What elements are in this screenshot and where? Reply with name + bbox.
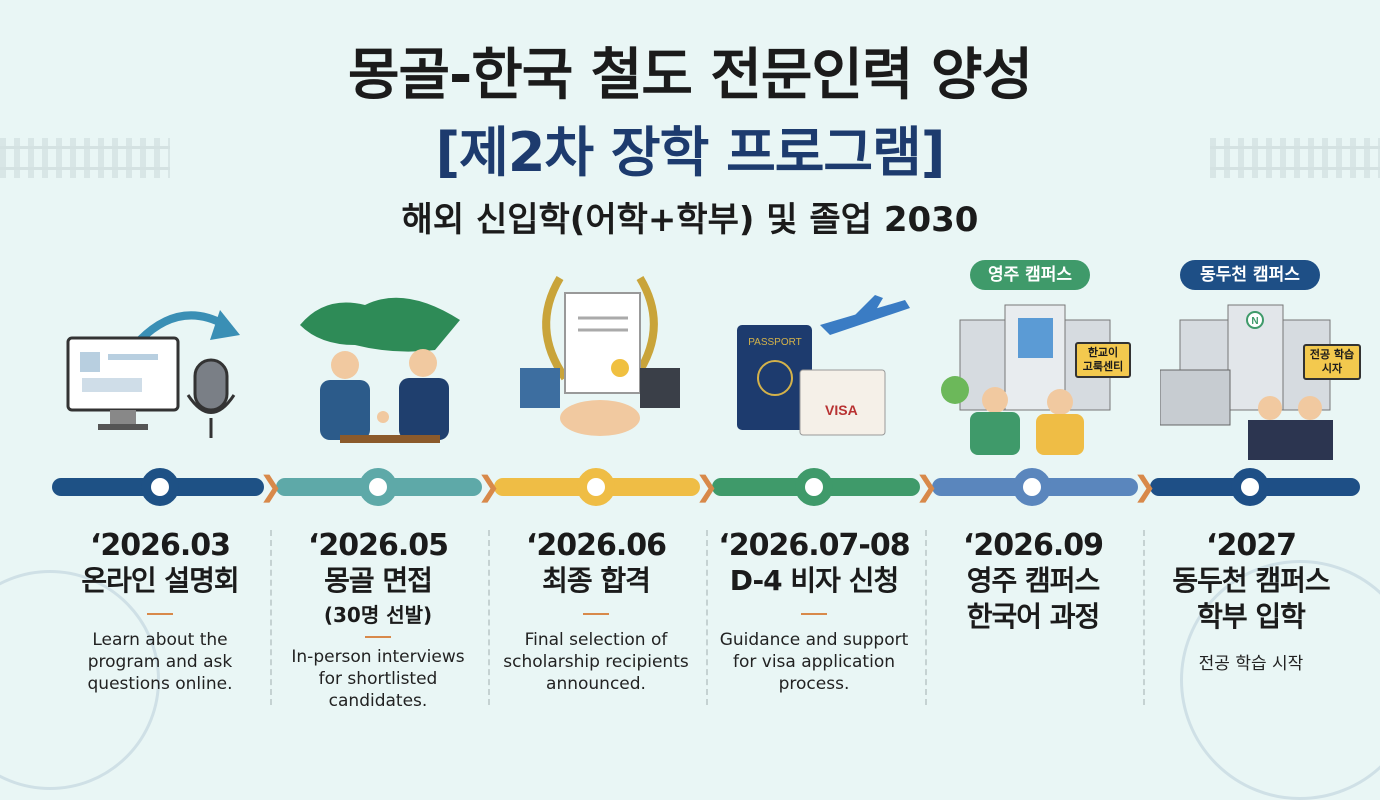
chevron-right-icon: ❯ xyxy=(1133,470,1157,503)
step-subtitle: (30명 선발) xyxy=(323,603,433,627)
rail-decoration-left xyxy=(0,138,170,178)
step-title: 온라인 설명회 xyxy=(81,564,239,597)
step-title: 몽골 면접 xyxy=(324,564,433,597)
divider xyxy=(925,530,927,705)
timeline-node-6 xyxy=(1231,468,1269,506)
yeongju-sign: 한교이 고룩센티 xyxy=(1075,342,1131,378)
step-6: ‘2027 동두천 캠퍼스 학부 입학 전공 학습 시작 xyxy=(1142,528,1360,675)
divider xyxy=(706,530,708,705)
step-title: 최종 합격 xyxy=(542,564,651,597)
final-acceptance-illustration xyxy=(520,275,680,436)
dongducheon-campus-label: 동두천 캠퍼스 xyxy=(1180,260,1320,290)
step-dash xyxy=(583,613,609,615)
step-description: Guidance and support for visa applicatio… xyxy=(719,630,909,694)
dongducheon-sign: 전공 학습 시자 xyxy=(1303,344,1361,380)
step-3: ‘2026.06 최종 합격 Final selection of schola… xyxy=(487,528,705,695)
step-2: ‘2026.05 몽골 면접 (30명 선발) In-person interv… xyxy=(269,528,487,712)
step-1: ‘2026.03 온라인 설명회 Learn about the program… xyxy=(51,528,269,695)
step-description: In-person interviews for shortlisted can… xyxy=(291,647,465,711)
chevron-right-icon: ❯ xyxy=(915,470,939,503)
timeline-node-5 xyxy=(1013,468,1051,506)
step-date: ‘2026.09 xyxy=(962,528,1104,563)
yeongju-campus-illustration xyxy=(941,304,1111,455)
timeline-node-2 xyxy=(359,468,397,506)
online-session-illustration xyxy=(66,310,240,438)
divider xyxy=(1143,530,1145,705)
visa-text: VISA xyxy=(825,402,858,418)
step-description: Learn about the program and ask question… xyxy=(87,630,233,694)
chevron-right-icon: ❯ xyxy=(259,470,283,503)
step-title: 영주 캠퍼스 한국어 과정 xyxy=(966,564,1101,633)
step-date: ‘2027 xyxy=(1206,528,1297,563)
timeline-node-4 xyxy=(795,468,833,506)
building-logo: N xyxy=(1251,316,1258,327)
yeongju-campus-label: 영주 캠퍼스 xyxy=(970,260,1090,290)
timeline-node-1 xyxy=(141,468,179,506)
step-date: ‘2026.06 xyxy=(525,528,667,563)
dongducheon-campus-illustration: N xyxy=(1160,304,1333,460)
divider xyxy=(270,530,272,705)
passport-text: PASSPORT xyxy=(748,337,802,348)
step-dash xyxy=(147,613,173,615)
step-dash xyxy=(365,636,391,638)
step-title: D-4 비자 신청 xyxy=(729,564,899,597)
step-date: ‘2026.05 xyxy=(307,528,449,563)
step-description: Final selection of scholarship recipient… xyxy=(503,630,689,694)
page-subtitle: [제2차 장학 프로그램] xyxy=(435,121,946,184)
step-title: 동두천 캠퍼스 학부 입학 xyxy=(1172,564,1330,633)
step-5: ‘2026.09 영주 캠퍼스 한국어 과정 xyxy=(924,528,1142,635)
rail-decoration-right xyxy=(1210,138,1380,178)
step-date: ‘2026.03 xyxy=(89,528,231,563)
chevron-right-icon: ❯ xyxy=(695,470,719,503)
chevron-right-icon: ❯ xyxy=(477,470,501,503)
visa-illustration: PASSPORT VISA xyxy=(737,295,910,436)
step-description: 전공 학습 시작 xyxy=(1198,654,1304,674)
page-tagline: 해외 신입학(어학+학부) 및 졸업 2030 xyxy=(401,200,979,240)
timeline-node-3 xyxy=(577,468,615,506)
divider xyxy=(488,530,490,705)
step-dash xyxy=(801,613,827,615)
step-date: ‘2026.07-08 xyxy=(718,528,910,563)
page-title: 몽골-한국 철도 전문인력 양성 xyxy=(348,43,1033,108)
interview-illustration xyxy=(300,297,460,443)
step-4: ‘2026.07-08 D-4 비자 신청 Guidance and suppo… xyxy=(705,528,923,695)
